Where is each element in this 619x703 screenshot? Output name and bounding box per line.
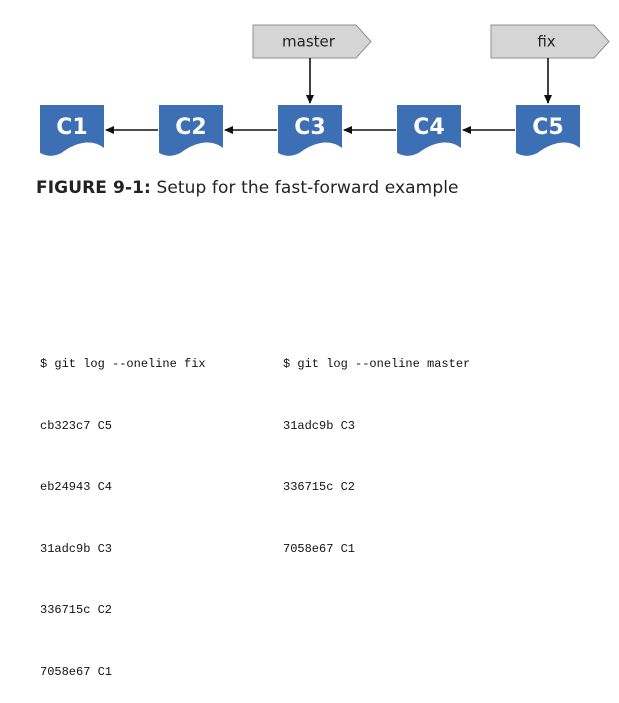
- commit-shape: [397, 105, 461, 156]
- commit-label: C1: [56, 115, 87, 140]
- commit-c1: C1: [40, 105, 104, 156]
- git-log-fix-line: 31adc9b C3: [40, 541, 113, 556]
- commit-label: C2: [175, 115, 206, 140]
- commit-c4: C4: [397, 105, 461, 156]
- commit-nodes: C1 C2 C3 C4 C5: [40, 105, 580, 156]
- branch-master: master: [252, 24, 372, 104]
- git-log-fix-line: 7058e67 C1: [40, 664, 113, 679]
- commit-c3: C3: [278, 105, 342, 156]
- branch-fix: fix: [490, 24, 610, 104]
- commit-label: C3: [294, 115, 325, 140]
- commit-diagram: C1 C2 C3 C4 C5 master fix: [40, 24, 610, 156]
- git-log-fix-line: 336715c C2: [40, 603, 113, 617]
- branch-name: fix: [537, 33, 555, 51]
- figure-caption-text: Setup for the fast-forward example: [150, 178, 459, 198]
- branch-tag-shape: [490, 24, 610, 59]
- branch-tag-shape: [252, 24, 372, 59]
- git-log-fix-command: $ git log --oneline fix: [40, 357, 206, 371]
- commit-c2: C2: [159, 105, 223, 156]
- commit-label: C5: [532, 115, 563, 140]
- git-log-fix-line: cb323c7 C5: [40, 418, 113, 433]
- branch-labels: master fix: [252, 24, 610, 104]
- git-log-fix-output: $ git log --oneline fix cb323c7 C5 eb249…: [40, 313, 206, 703]
- commit-c5: C5: [516, 105, 580, 156]
- commit-shape: [516, 105, 580, 156]
- git-log-fix-line: eb24943 C4: [40, 480, 113, 494]
- commit-shape: [159, 105, 223, 156]
- branch-name: master: [282, 33, 336, 51]
- figure-number: FIGURE 9-1:: [36, 178, 151, 198]
- commit-shape: [40, 105, 104, 156]
- commit-label: C4: [413, 115, 444, 140]
- git-log-master-command: $ git log --oneline master: [283, 357, 471, 371]
- git-log-master-output: $ git log --oneline master 31adc9b C3 33…: [283, 313, 470, 580]
- git-log-master-line: 7058e67 C1: [283, 541, 356, 556]
- git-log-master-line: 336715c C2: [283, 480, 356, 494]
- commit-shape: [278, 105, 342, 156]
- git-log-master-line: 31adc9b C3: [283, 418, 356, 433]
- figure-caption: FIGURE 9-1: Setup for the fast-forward e…: [36, 178, 459, 198]
